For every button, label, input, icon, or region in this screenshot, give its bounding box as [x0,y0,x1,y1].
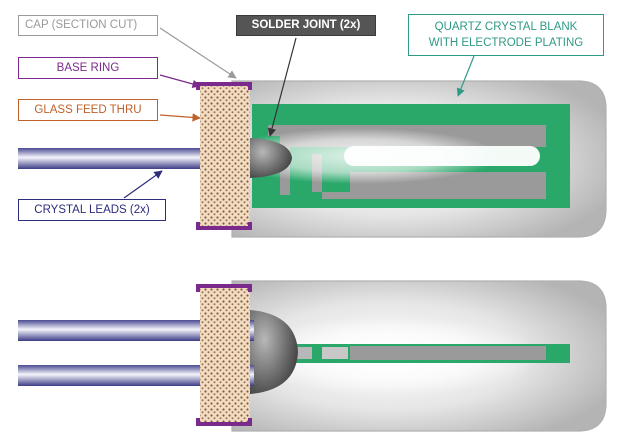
top-section-view [18,80,607,238]
solder-joint-label-text: SOLDER JOINT (2x) [251,19,361,31]
quartz-arrow [456,55,475,97]
glass-feed-arrow [159,113,201,122]
base-ring-label: BASE RING [18,57,158,79]
bottom-crystal-lead-1 [18,320,254,341]
glass-feed-thru-label: GLASS FEED THRU [18,99,158,121]
bottom-glass-feed-thru [200,286,250,424]
base-ring-arrow [159,74,201,89]
crystal-leads-label-text: CRYSTAL LEADS (2x) [34,204,150,216]
bottom-side-view [18,280,607,432]
quartz-label-line1: QUARTZ CRYSTAL BLANK [434,21,578,33]
base-ring-label-text: BASE RING [56,62,120,74]
leads-arrow [123,170,163,199]
quartz-label-line2: WITH ELECTRODE PLATING [428,37,584,49]
crystal-leads-label: CRYSTAL LEADS (2x) [18,199,166,221]
solder-joint-label: SOLDER JOINT (2x) [236,15,376,36]
bottom-base-ring [196,284,252,426]
cap-label-text: CAP (SECTION CUT) [25,19,138,31]
top-glass-feed-thru [200,84,250,228]
top-solder-joint [250,138,292,178]
callout-arrows [123,27,475,199]
cap-label: CAP (SECTION CUT) [18,15,158,36]
bottom-solder-joint [250,310,298,394]
bottom-electrode-right [350,346,546,360]
quartz-crystal-label: QUARTZ CRYSTAL BLANK WITH ELECTRODE PLAT… [408,14,604,56]
glass-feed-thru-label-text: GLASS FEED THRU [34,104,142,116]
bottom-crystal-lead-2 [18,365,254,386]
cap-arrow [159,27,237,79]
solder-arrow [267,37,297,137]
top-crystal-lead [18,148,250,169]
